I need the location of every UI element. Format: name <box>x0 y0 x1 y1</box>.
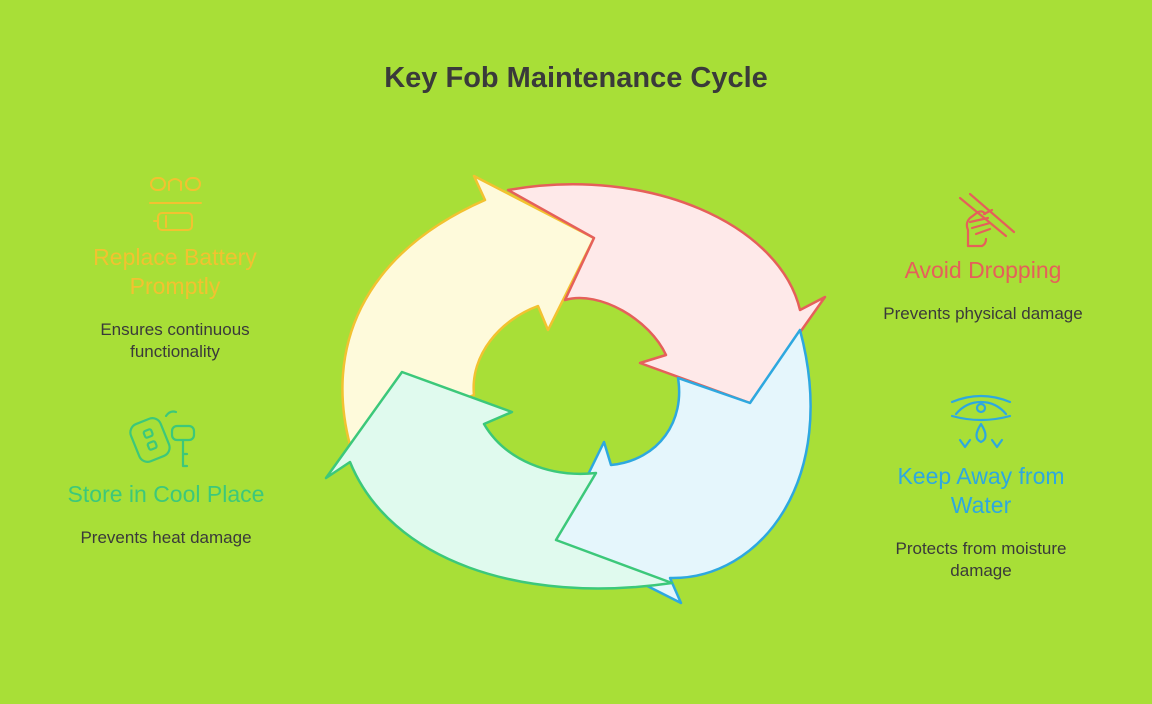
step-description: Prevents physical damage <box>883 304 1083 323</box>
page-title: Key Fob Maintenance Cycle <box>384 62 768 94</box>
battery-icon <box>149 177 202 231</box>
cycle-arrow-green <box>324 370 674 590</box>
step-description: Ensures continuous functionality <box>100 320 250 361</box>
key-fob-icon <box>129 410 196 468</box>
cycle-arrow-red <box>506 183 827 405</box>
water-drop-icon <box>950 394 1012 449</box>
cycle-arrow-blue <box>554 328 812 605</box>
step-replace-battery: Replace Battery Promptly Ensures continu… <box>60 175 290 363</box>
step-store-cool: Store in Cool Place Prevents heat damage <box>50 408 282 549</box>
step-description: Protects from moisture damage <box>895 539 1067 580</box>
step-heading: Avoid Dropping <box>904 257 1062 283</box>
step-avoid-dropping: Avoid Dropping Prevents physical damage <box>868 190 1098 325</box>
step-heading: Keep Away from Water <box>897 463 1065 518</box>
step-keep-away-water: Keep Away from Water Protects from moist… <box>866 392 1096 582</box>
step-heading: Replace Battery Promptly <box>93 244 257 299</box>
no-drop-hand-icon <box>958 192 1016 248</box>
step-description: Prevents heat damage <box>80 528 252 547</box>
step-heading: Store in Cool Place <box>67 481 265 507</box>
